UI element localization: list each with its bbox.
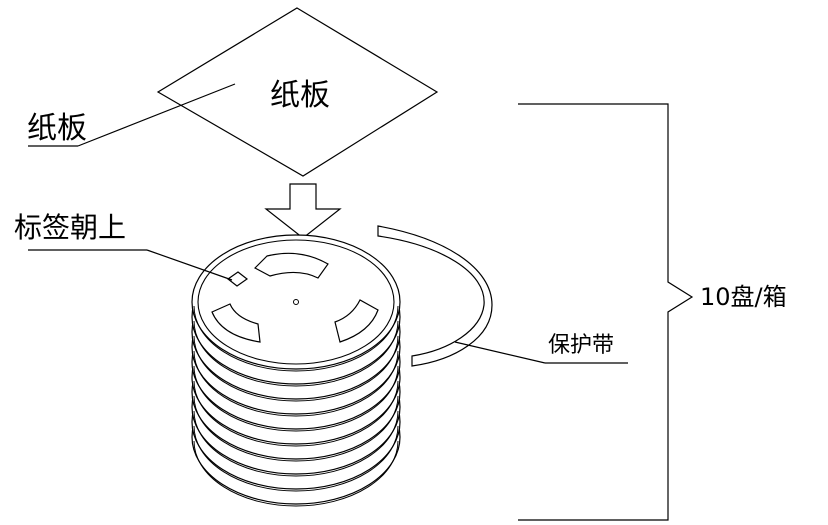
protective-tape: 保护带 — [377, 225, 628, 367]
reel-stack — [191, 234, 401, 507]
label-up-callout: 标签朝上 — [14, 211, 233, 281]
cardboard-sheet: 纸板 — [156, 7, 439, 177]
reel-top-rim — [197, 239, 395, 365]
reel-window — [254, 252, 329, 279]
quantity-label: 10盘/箱 — [700, 283, 787, 311]
reel-disc-rim — [193, 335, 399, 402]
quantity-bracket: 10盘/箱 — [518, 103, 787, 521]
reel-disc-rim — [193, 320, 399, 387]
reel-disc-rim — [193, 350, 399, 417]
label-up-text: 标签朝上 — [14, 211, 126, 244]
reel-disc-rim — [193, 440, 399, 507]
reel-disc-rim — [193, 305, 399, 372]
label-square-icon — [226, 271, 249, 287]
down-arrow-icon — [264, 183, 342, 239]
reel-disc-rim — [193, 395, 399, 462]
cardboard-callout: 纸板 — [27, 83, 236, 147]
reel-disc-rim — [193, 425, 399, 492]
reel-window — [334, 299, 379, 343]
reel-window — [211, 303, 261, 343]
protective-tape-label: 保护带 — [548, 333, 614, 358]
reel-disc-rim — [193, 365, 399, 432]
reel-disc-rim — [193, 410, 399, 477]
reel-hub-hole — [293, 299, 299, 305]
reel-disc-rim — [193, 380, 399, 447]
cardboard-callout-label: 纸板 — [27, 111, 87, 146]
cardboard-center-label: 纸板 — [270, 78, 330, 113]
